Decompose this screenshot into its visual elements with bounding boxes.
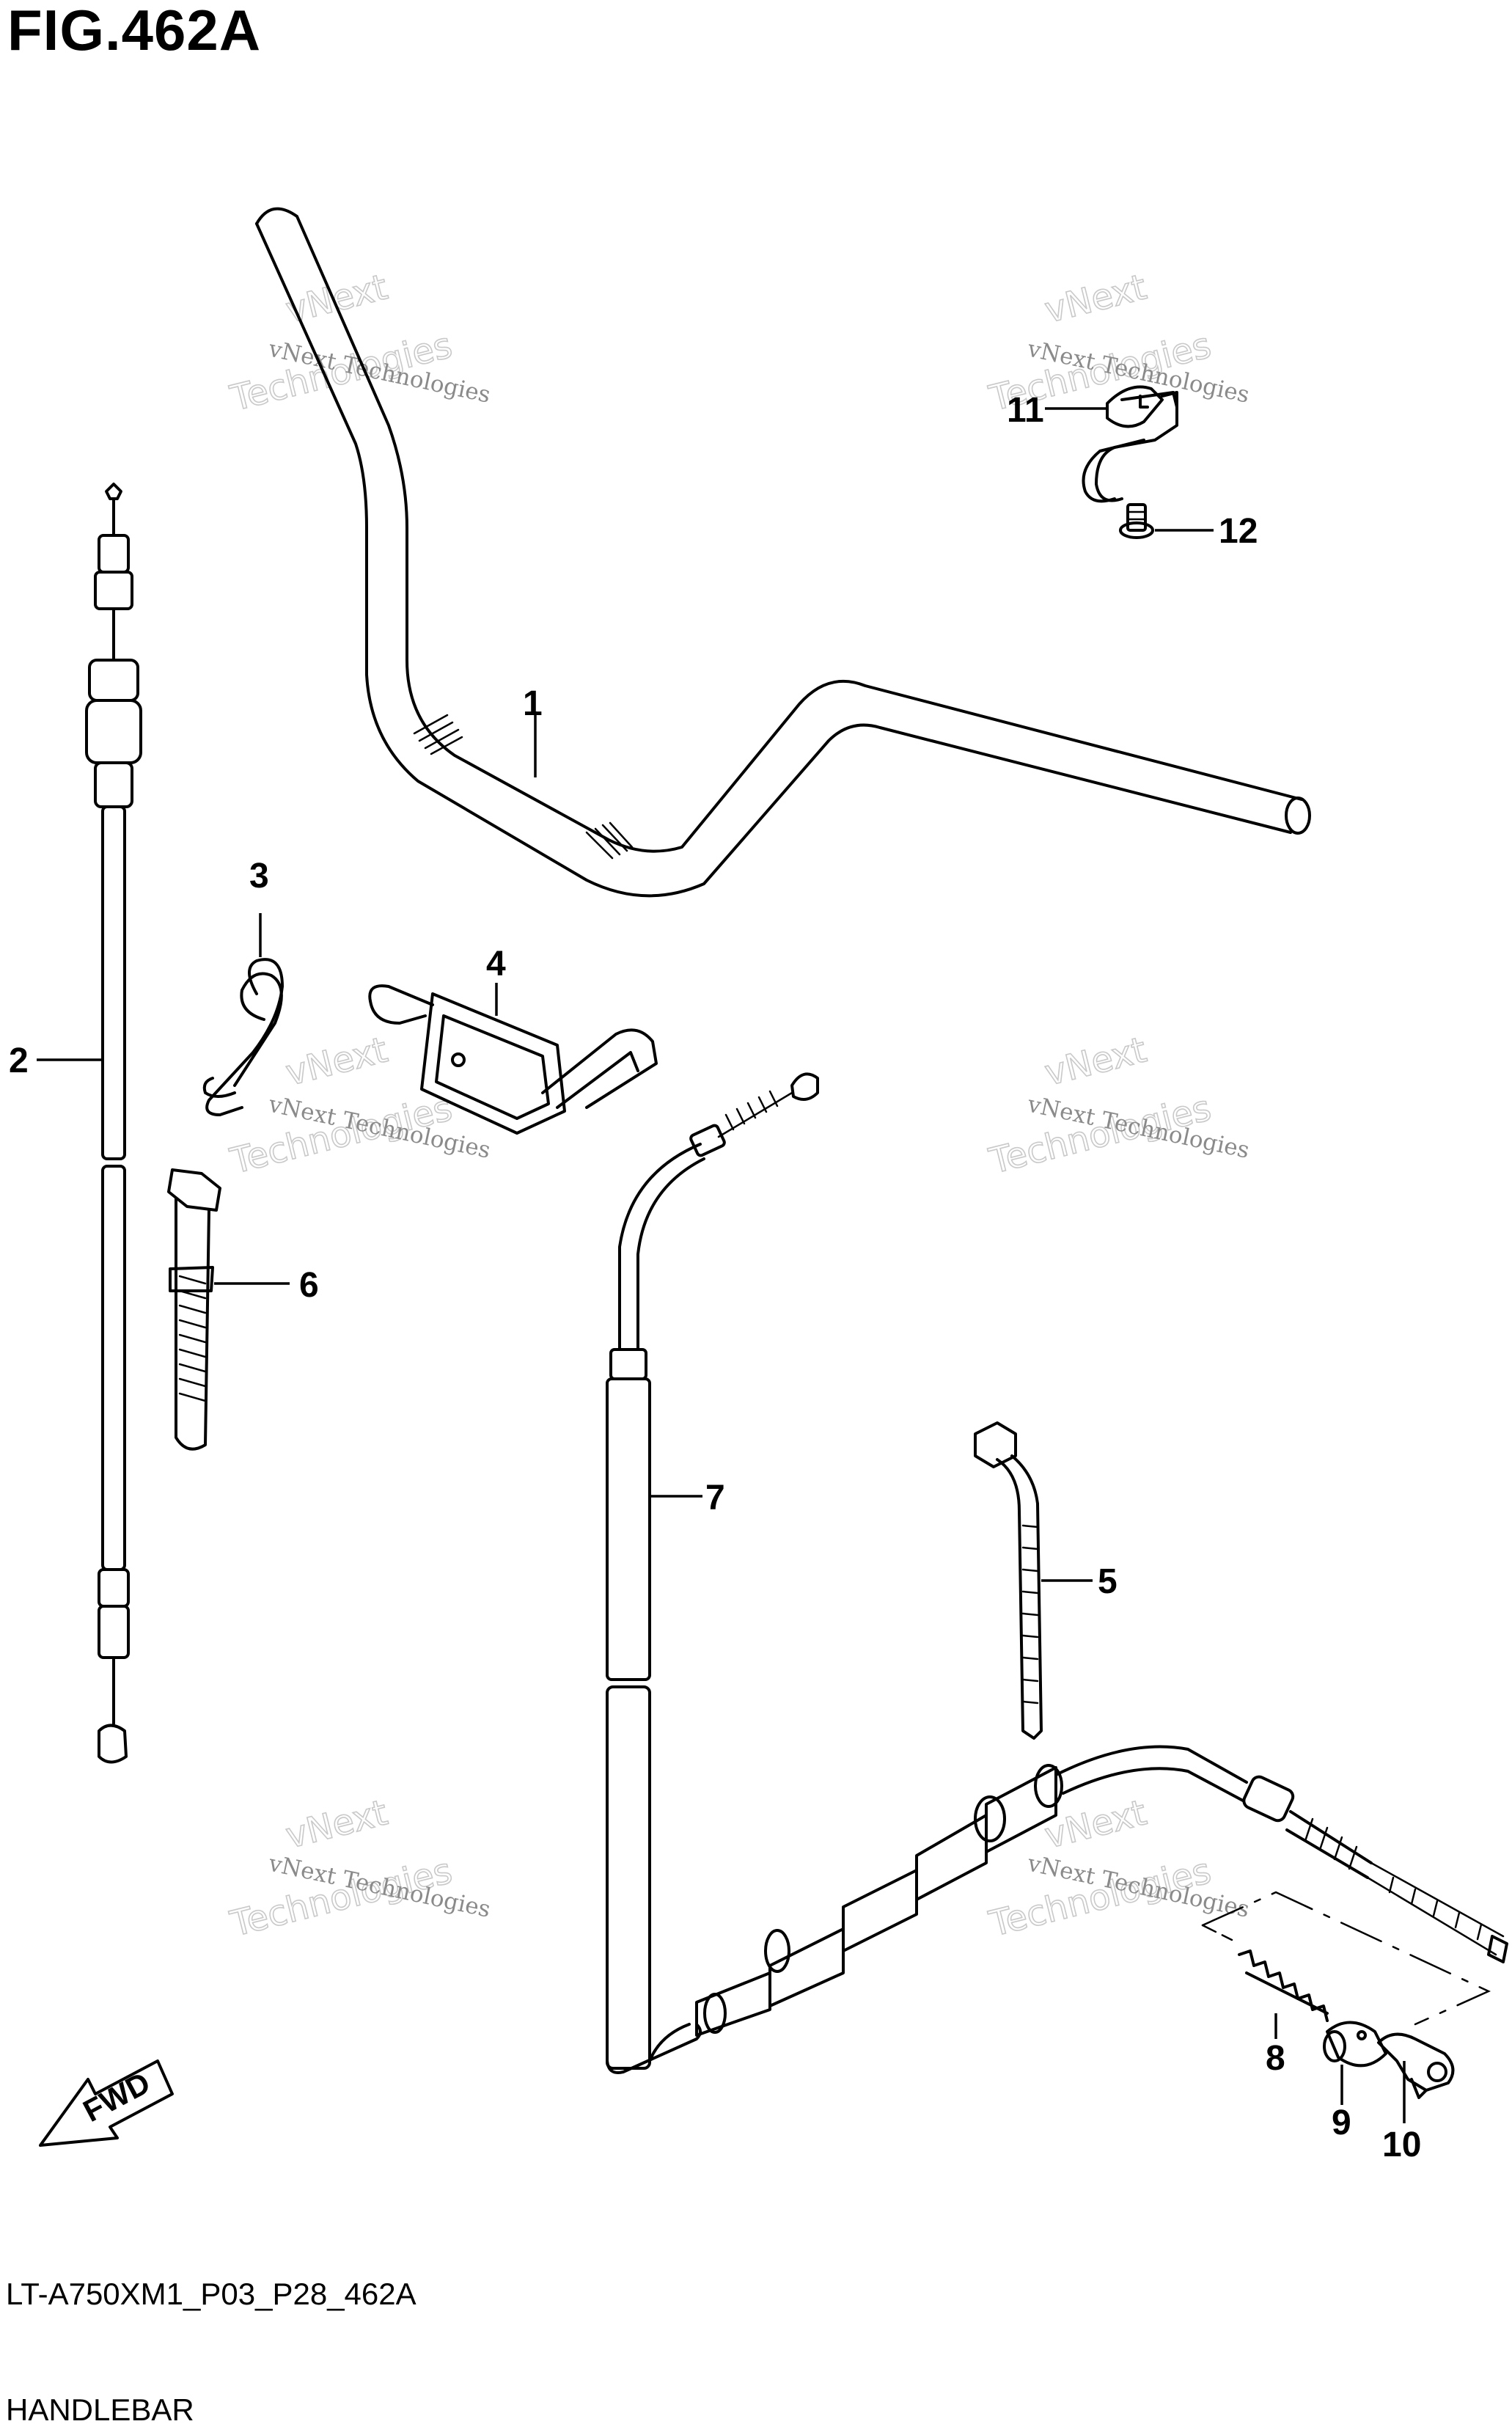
callout-3: 3 (249, 857, 269, 896)
handlebar-part (255, 207, 1311, 898)
watermark-4: vNext Technologies vNext Technologies (985, 1029, 1252, 1183)
watermark-text: vNext (282, 1029, 392, 1094)
callout-11: 11 (1007, 391, 1044, 430)
callout-5: 5 (1098, 1562, 1118, 1601)
watermark-text: vNext (1041, 1029, 1150, 1094)
bushing-part-9 (1323, 2021, 1387, 2105)
callout-2: 2 (9, 1041, 29, 1080)
callout-8: 8 (1266, 2039, 1285, 2078)
cable-tie-part-5 (974, 1421, 1093, 1740)
callout-1: 1 (523, 684, 543, 723)
bolt-part-12 (1119, 503, 1214, 539)
watermark-5: vNext Technologies vNext Technologies (226, 1792, 493, 1946)
spring-part-8 (1238, 1949, 1329, 2039)
callout-7: 7 (705, 1479, 725, 1517)
clip-part-3 (202, 913, 284, 1116)
bracket-part-4 (368, 983, 658, 1135)
cable-part-2 (37, 483, 142, 1764)
watermark-text: vNext (282, 1792, 392, 1856)
callout-4: 4 (486, 945, 506, 984)
cable-part-7 (606, 1072, 1508, 2074)
callout-6: 6 (299, 1266, 319, 1305)
callout-10: 10 (1382, 2125, 1421, 2164)
sub-assembly-outline (1201, 1891, 1491, 2026)
fwd-label: FWD (78, 2065, 156, 2128)
watermark-text: vNext (282, 266, 392, 331)
watermark-text: vNext (1041, 266, 1150, 331)
cable-tie-part-6 (167, 1168, 290, 1451)
callout-12: 12 (1219, 512, 1258, 551)
watermark-1: vNext Technologies vNext Technologies (226, 266, 493, 420)
guide-part-11 (1045, 385, 1178, 503)
bracket-part-10 (1377, 2032, 1455, 2123)
figure-title: FIG.462A (7, 0, 262, 62)
figure-code: LT-A750XM1_P03_P28_462A (6, 2277, 416, 2311)
callout-9: 9 (1332, 2103, 1351, 2142)
figure-name: HANDLEBAR (6, 2392, 194, 2427)
watermark-3: vNext Technologies vNext Technologies (226, 1029, 493, 1183)
fwd-direction-arrow: FWD (39, 2059, 174, 2147)
